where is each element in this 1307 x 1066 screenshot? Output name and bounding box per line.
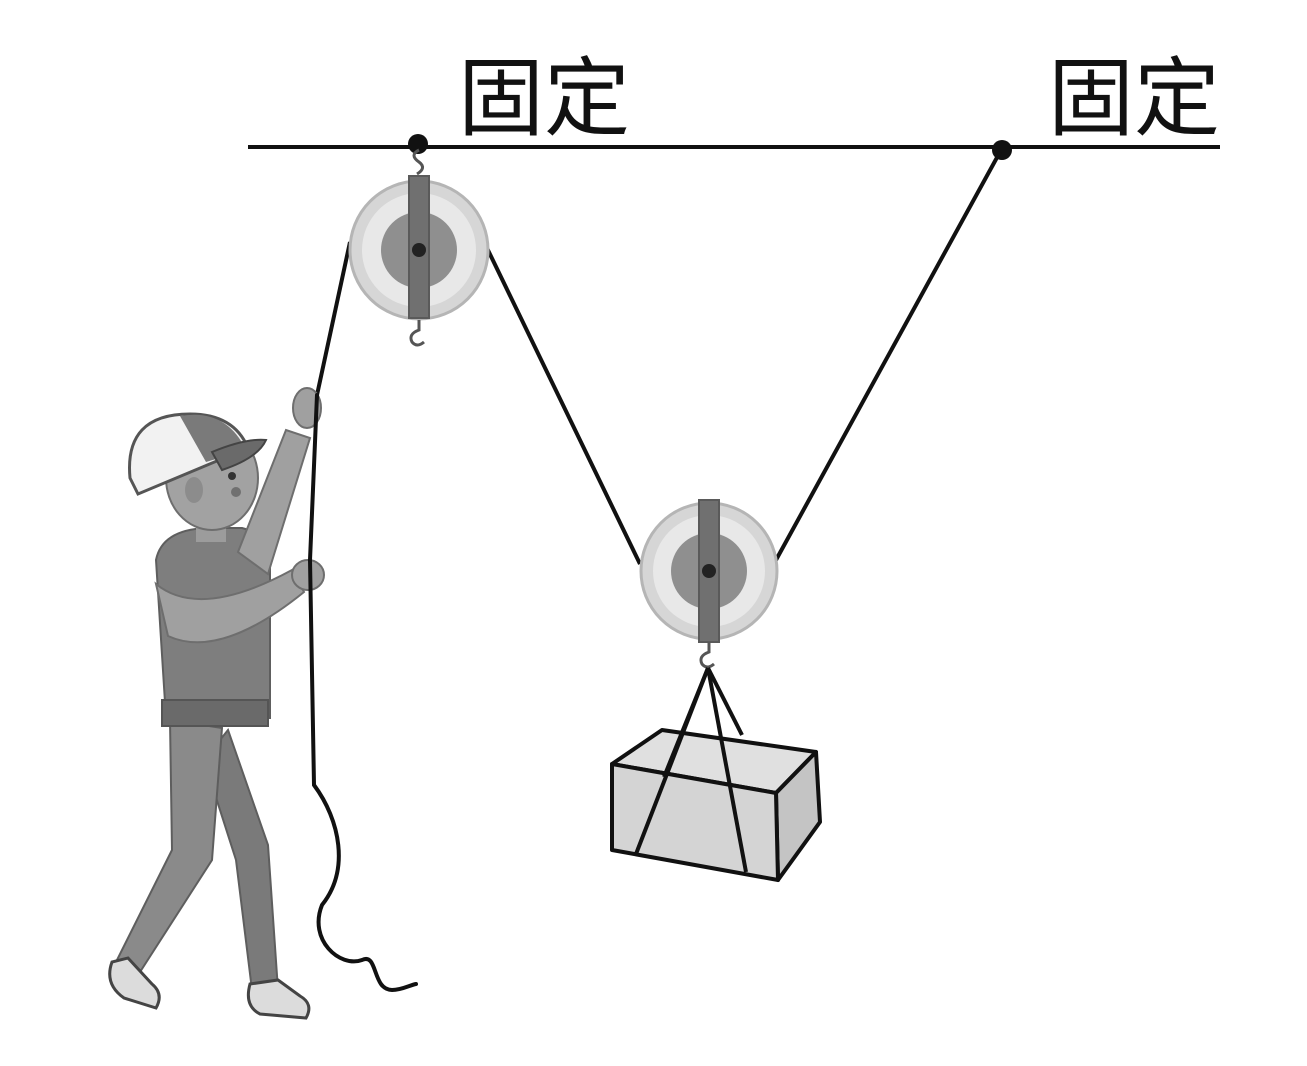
person-cap-brim xyxy=(210,438,268,472)
pulley-axle xyxy=(702,564,716,578)
load-box xyxy=(610,667,822,882)
load-hook-icon xyxy=(699,642,715,669)
person-cheek xyxy=(231,487,241,497)
rope-right-anchor xyxy=(774,151,1002,561)
anchor-point-left xyxy=(408,134,428,154)
sling-strap xyxy=(662,667,710,778)
top-hook-icon xyxy=(412,148,424,176)
person-eye xyxy=(228,472,236,480)
person-leg-front xyxy=(114,718,224,974)
person-shoe xyxy=(246,978,311,1020)
person-arm-lower xyxy=(154,568,306,644)
rope-free-end xyxy=(307,393,418,993)
person-hand-lower xyxy=(291,559,325,591)
rope-between-pulleys xyxy=(484,245,642,565)
rope-to-hand xyxy=(315,241,352,396)
person-arm-raised xyxy=(236,428,312,576)
fixed-label-right: 固定 xyxy=(1048,49,1220,149)
person-shoe xyxy=(108,956,161,1010)
person-ear xyxy=(185,477,203,503)
sling-strap xyxy=(706,667,748,873)
person-hand-upper xyxy=(292,387,322,429)
bottom-hook-icon xyxy=(409,320,425,347)
fixed-pulley xyxy=(348,148,490,347)
person-figure xyxy=(108,387,325,1020)
sling-strap xyxy=(706,667,744,736)
person-jacket-hem xyxy=(161,699,269,727)
movable-pulley xyxy=(639,499,779,669)
pulley-axle xyxy=(412,243,426,257)
fixed-label-left: 固定 xyxy=(458,49,630,149)
